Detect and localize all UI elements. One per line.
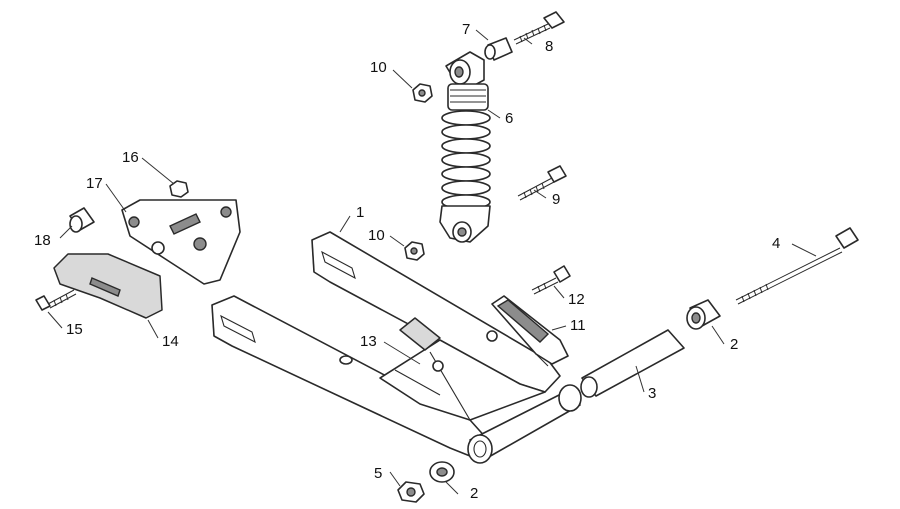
- callout-7: 7: [462, 21, 470, 38]
- pivot-nut: [397, 481, 425, 503]
- caliper-bracket: [121, 199, 241, 285]
- callout-2-right: 2: [730, 336, 738, 353]
- spacer-bottom: [429, 461, 455, 483]
- spacer-right: [686, 299, 721, 330]
- bracket-bushing: [69, 207, 95, 233]
- callout-18: 18: [34, 232, 51, 249]
- callout-3: 3: [648, 385, 656, 402]
- pivot-bolt: [735, 227, 859, 305]
- guide-bolt: [531, 265, 571, 295]
- leader-lines: [47, 29, 817, 495]
- callout-8: 8: [545, 38, 553, 55]
- callout-5: 5: [374, 465, 382, 482]
- callout-9: 9: [552, 191, 560, 208]
- bushing: [484, 37, 513, 61]
- shock-absorber: [439, 51, 491, 243]
- callout-13: 13: [360, 333, 377, 350]
- callout-10-lower: 10: [368, 227, 385, 244]
- callout-15: 15: [66, 321, 83, 338]
- shock-spring: [441, 110, 491, 210]
- callouts: 1 2 2 3 4 5 6 7 8 9 10 10 11 12 13 14 15…: [34, 21, 780, 502]
- callout-2-bottom: 2: [470, 485, 478, 502]
- callout-16: 16: [122, 149, 139, 166]
- lower-shock-bolt: [517, 165, 567, 201]
- pivot-sleeve: [580, 329, 685, 398]
- callout-17: 17: [86, 175, 103, 192]
- swingarm: [211, 231, 582, 464]
- callout-10-upper: 10: [370, 59, 387, 76]
- callout-1: 1: [356, 204, 364, 221]
- bracket-nut: [169, 180, 189, 198]
- callout-6: 6: [505, 110, 513, 127]
- callout-12: 12: [568, 291, 585, 308]
- nut-upper: [412, 83, 433, 103]
- nut-lower: [404, 241, 425, 261]
- chain-guide: [491, 295, 569, 367]
- callout-4: 4: [772, 235, 780, 252]
- callout-11: 11: [570, 317, 586, 334]
- top-shock-bolt: [513, 11, 565, 45]
- guide-block: [53, 253, 163, 319]
- callout-14: 14: [162, 333, 179, 350]
- guide-screw: [35, 289, 77, 311]
